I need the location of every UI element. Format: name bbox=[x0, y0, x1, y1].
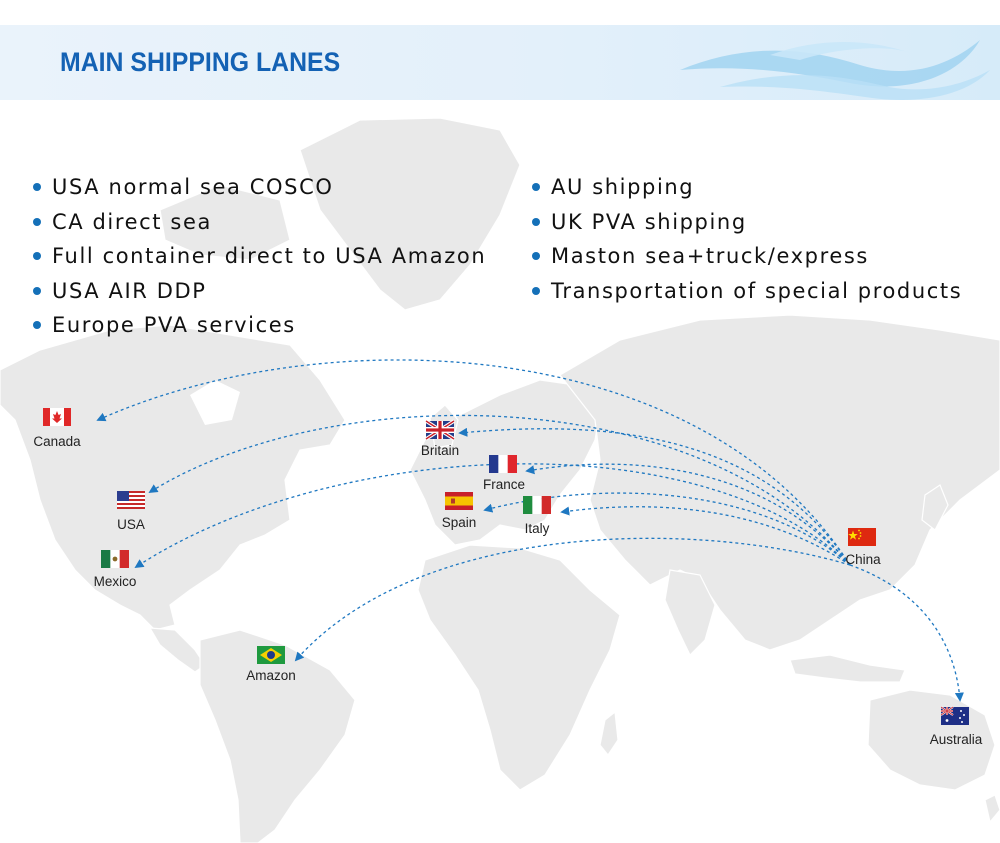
bullet-icon bbox=[532, 217, 540, 226]
flag-spain bbox=[445, 492, 473, 510]
wave-decoration bbox=[680, 40, 990, 100]
service-item: USA AIR DDP bbox=[33, 274, 486, 309]
greenland-shape bbox=[299, 117, 521, 311]
japan-shape bbox=[921, 484, 949, 531]
flag-australia bbox=[940, 706, 969, 725]
flag-usa bbox=[117, 491, 145, 509]
label-britain: Britain bbox=[420, 443, 460, 458]
route-china-usa bbox=[148, 414, 851, 566]
madagascar-shape bbox=[599, 710, 619, 757]
service-label: USA AIR DDP bbox=[52, 278, 207, 303]
flag-uk bbox=[425, 419, 455, 441]
service-label: Maston sea+truck/express bbox=[551, 244, 869, 268]
label-spain: Spain bbox=[441, 515, 477, 530]
label-australia: Australia bbox=[929, 732, 983, 747]
north-america-shape bbox=[0, 324, 346, 631]
page-title: MAIN SHIPPING LANES bbox=[60, 47, 341, 77]
service-label: CA direct sea bbox=[52, 209, 212, 234]
asia-shape bbox=[559, 314, 1000, 651]
service-item: Full container direct to USA Amazon bbox=[33, 239, 486, 274]
service-item: USA normal sea COSCO bbox=[33, 170, 486, 205]
route-china-amazon bbox=[294, 537, 851, 662]
service-item: Europe PVA services bbox=[33, 308, 486, 343]
indonesia-shape bbox=[789, 654, 906, 683]
central-america-shape bbox=[148, 627, 206, 673]
bullet-icon bbox=[532, 286, 540, 295]
services-list-right: AU shipping UK PVA shipping Maston sea+t… bbox=[532, 170, 962, 308]
service-label: USA normal sea COSCO bbox=[52, 175, 334, 199]
south-america-shape bbox=[199, 629, 356, 843]
africa-shape bbox=[417, 544, 621, 791]
bullet-icon bbox=[532, 183, 540, 191]
service-item: Transportation of special products bbox=[532, 274, 962, 309]
bullet-icon bbox=[532, 252, 540, 260]
route-china-canada bbox=[96, 359, 851, 566]
bullet-icon bbox=[33, 321, 41, 329]
flag-canada bbox=[43, 408, 71, 426]
service-item: AU shipping bbox=[532, 170, 962, 205]
label-usa: USA bbox=[117, 517, 145, 532]
bullet-icon bbox=[33, 252, 41, 260]
route-china-france bbox=[525, 463, 851, 566]
service-label: Transportation of special products bbox=[551, 278, 963, 303]
label-canada: Canada bbox=[33, 434, 81, 449]
service-item: CA direct sea bbox=[33, 205, 486, 240]
flag-italy bbox=[523, 496, 551, 514]
route-china-australia bbox=[849, 564, 964, 702]
service-item: UK PVA shipping bbox=[532, 205, 962, 240]
label-mexico: Mexico bbox=[93, 574, 137, 589]
service-label: Europe PVA services bbox=[52, 313, 296, 337]
service-label: UK PVA shipping bbox=[551, 209, 747, 234]
flag-mexico bbox=[101, 550, 129, 568]
route-china-mexico bbox=[134, 463, 851, 568]
header-banner: MAIN SHIPPING LANES bbox=[0, 25, 1000, 100]
new-zealand-shape bbox=[984, 794, 1000, 824]
bullet-icon bbox=[33, 217, 41, 226]
flag-brazil bbox=[257, 646, 285, 664]
flag-china bbox=[848, 528, 876, 546]
hudson-bay-shape bbox=[190, 380, 240, 425]
label-china: China bbox=[845, 552, 881, 567]
flag-france bbox=[489, 455, 517, 473]
bullet-icon bbox=[33, 286, 41, 295]
label-amazon: Amazon bbox=[246, 668, 296, 683]
shipping-routes bbox=[96, 359, 964, 702]
india-shape bbox=[664, 569, 716, 657]
label-italy: Italy bbox=[524, 521, 550, 536]
service-label: Full container direct to USA Amazon bbox=[52, 244, 487, 268]
service-label: AU shipping bbox=[551, 175, 695, 199]
services-list-left: USA normal sea COSCO CA direct sea Full … bbox=[33, 170, 486, 343]
label-france: France bbox=[482, 477, 526, 492]
service-item: Maston sea+truck/express bbox=[532, 239, 962, 274]
arctic-islands-shape bbox=[159, 184, 291, 261]
bullet-icon bbox=[33, 183, 41, 191]
route-china-spain bbox=[483, 492, 851, 566]
